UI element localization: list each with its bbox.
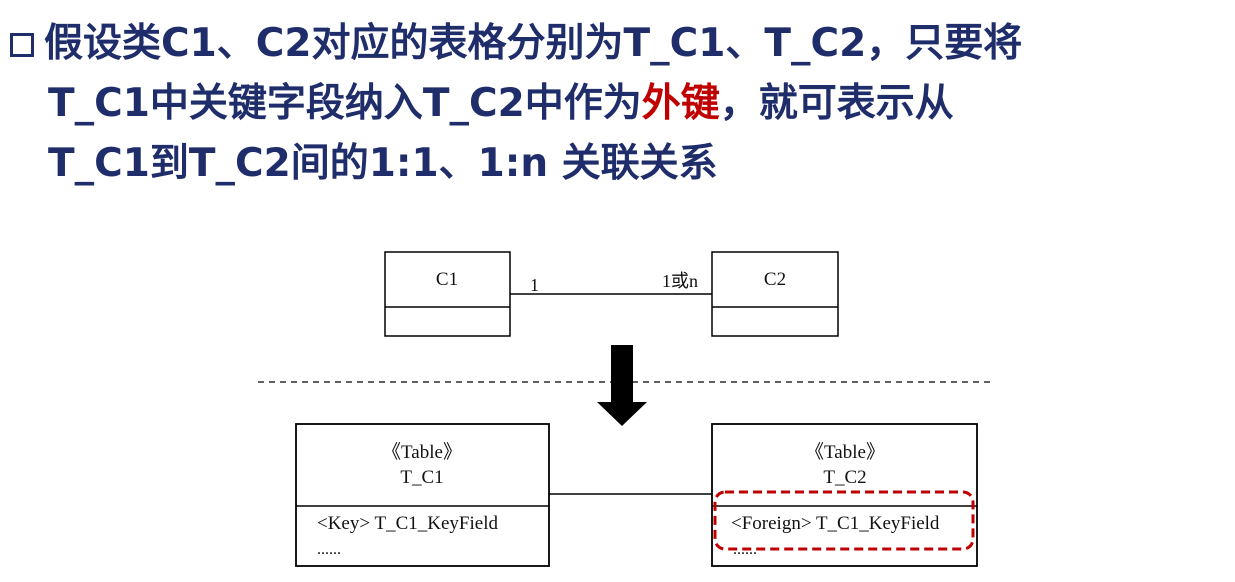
table-t-c1-box — [295, 423, 550, 567]
table-t-c1: 《Table》 T_C1 <Key> T_C1_KeyField ...... — [295, 423, 550, 567]
table-t-c2-stereotype: 《Table》 — [805, 441, 885, 463]
table-t-c2-box — [711, 423, 978, 567]
slide-heading: 假设类C1、C2对应的表格分别为T_C1、T_C2，只要将 T_C1中关键字段纳… — [10, 14, 1225, 194]
heading-text-1: 假设类C1、C2对应的表格分别为T_C1、T_C2，只要将 — [44, 21, 1023, 66]
foreign-key-highlight: 外键 — [641, 81, 720, 126]
table-t-c2: 《Table》 T_C2 <Foreign> T_C1_KeyField ...… — [711, 423, 978, 567]
table-t-c2-name: T_C2 — [823, 467, 866, 488]
foreign-key-dashed-highlight — [713, 490, 975, 551]
multiplicity-left: 1 — [530, 275, 539, 295]
heading-line-2: T_C1中关键字段纳入T_C2中作为外键，就可表示从 — [10, 74, 1225, 134]
uml-class-c1: C1 — [384, 251, 511, 337]
class-c1-box — [384, 251, 511, 337]
table-t-c1-stereotype: 《Table》 — [382, 441, 462, 463]
down-arrow-icon — [597, 345, 647, 426]
heading-text-2a: T_C1中关键字段纳入T_C2中作为 — [48, 81, 642, 126]
class-c1-label: C1 — [436, 269, 458, 290]
class-c2-label: C2 — [764, 269, 786, 290]
uml-class-c2: C2 — [711, 251, 839, 337]
table-t-c2-foreign-field: <Foreign> T_C1_KeyField — [731, 513, 940, 534]
class-c2-box — [711, 251, 839, 337]
square-bullet-icon — [10, 33, 34, 57]
heading-text-2b: ，就可表示从 — [719, 81, 954, 126]
multiplicity-right: 1或n — [662, 271, 698, 291]
table-t-c1-key-field: <Key> T_C1_KeyField — [317, 513, 498, 534]
heading-line-1: 假设类C1、C2对应的表格分别为T_C1、T_C2，只要将 — [10, 14, 1225, 74]
table-t-c1-name: T_C1 — [400, 467, 443, 488]
table-t-c1-more-fields: ...... — [317, 541, 341, 558]
heading-text-3: T_C1到T_C2间的1:1、1:n 关联关系 — [48, 141, 718, 186]
heading-line-3: T_C1到T_C2间的1:1、1:n 关联关系 — [10, 134, 1225, 194]
